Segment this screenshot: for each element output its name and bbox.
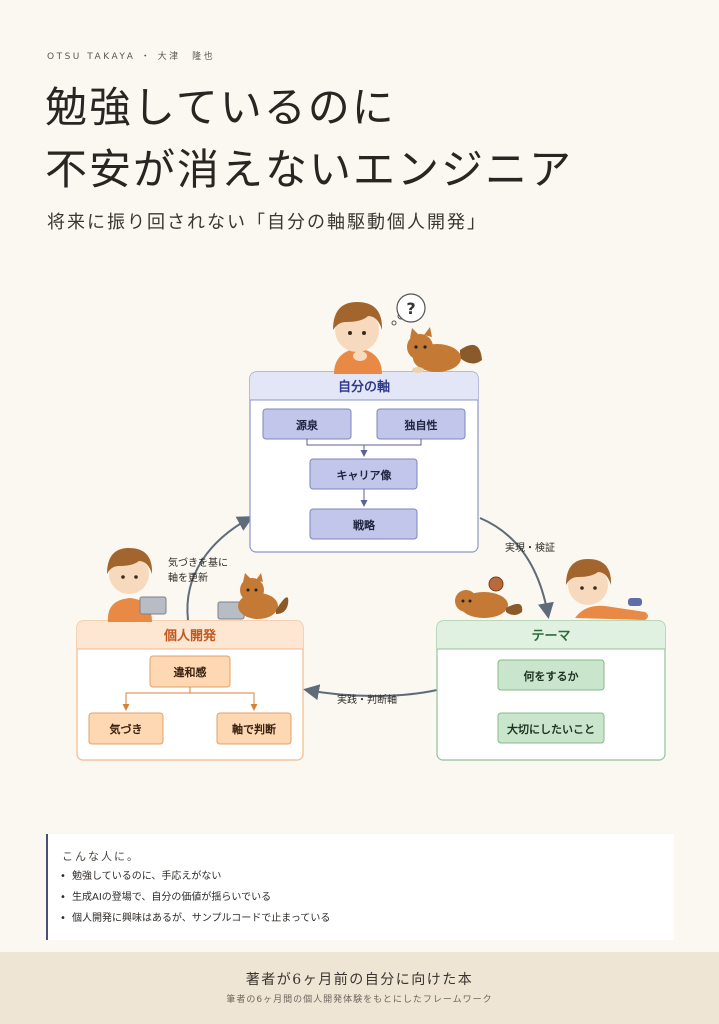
list-item: •個人開発に興味はあるが、サンプルコードで止まっている (60, 913, 331, 924)
thought-bubble-mark: ? (406, 299, 415, 318)
list-item-text: 生成AIの登場で、自分の価値が揺らいでいる (72, 892, 272, 903)
label-dev-to-axis-line2: 軸を更新 (168, 571, 208, 584)
cat-illustration-top (407, 327, 482, 373)
label-dev-to-axis-line1: 気づきを基に (168, 556, 228, 569)
laptop-person-illustration (107, 548, 167, 622)
axis-item-career: キャリア像 (337, 468, 393, 482)
cat-yarn-illustration (455, 576, 523, 618)
footer-band: 著者が6ヶ月前の自分に向けた本 筆者の6ヶ月間の個人開発体験をもとにしたフレーム… (0, 952, 719, 1024)
arrow-dev-to-axis (186, 516, 254, 621)
dev-item-judge: 軸で判断 (232, 722, 276, 736)
subtitle: 将来に振り回されない「自分の軸駆動個人開発」 (47, 212, 487, 233)
list-item-text: 個人開発に興味はあるが、サンプルコードで止まっている (72, 913, 331, 924)
axis-item-uniqueness: 独自性 (404, 418, 438, 432)
dev-title: 個人開発 (163, 628, 217, 644)
dev-item-awareness: 気づき (110, 722, 143, 736)
dev-item-discomfort: 違和感 (174, 665, 207, 679)
theme-item-what: 何をするか (524, 669, 579, 683)
list-item-text: 勉強しているのに、手応えがない (72, 871, 222, 882)
axis-box: 自分の軸 源泉 独自性 キャリア像 戦略 (249, 371, 479, 553)
cat-laptop-illustration (217, 573, 289, 620)
arrow-theme-to-dev (303, 684, 438, 701)
list-item: •勉強しているのに、手応えがない (60, 871, 222, 882)
title-line-2: 不安が消えないエンジニア (45, 145, 574, 194)
footer-title: 著者が6ヶ月前の自分に向けた本 (245, 972, 474, 988)
label-axis-to-theme: 実現・検証 (505, 541, 555, 554)
author-name: OTSU TAKAYA ・ 大津 隆也 (47, 52, 216, 62)
target-reader-card: こんな人に。 •勉強しているのに、手応えがない •生成AIの登場で、自分の価値が… (46, 834, 674, 940)
framework-diagram: 実現・検証 実践・判断軸 気づきを基に 軸を更新 自分の軸 源泉 独自性 キャリ… (76, 293, 666, 761)
label-theme-to-dev: 実践・判断軸 (337, 693, 397, 706)
theme-title: テーマ (531, 629, 570, 644)
title-line-1: 勉強しているのに (45, 83, 396, 132)
dev-box: 個人開発 違和感 気づき 軸で判断 (76, 620, 304, 761)
lying-person-illustration (566, 559, 648, 620)
theme-item-values: 大切にしたいこと (507, 722, 595, 736)
footer-subtitle: 筆者の6ヶ月間の個人開発体験をもとにしたフレームワーク (226, 995, 493, 1005)
list-item: •生成AIの登場で、自分の価値が揺らいでいる (60, 892, 272, 903)
axis-item-strategy: 戦略 (353, 518, 376, 532)
axis-item-source: 源泉 (296, 418, 319, 432)
target-reader-heading: こんな人に。 (62, 850, 140, 863)
axis-title: 自分の軸 (338, 379, 390, 395)
thinking-person-illustration: ? (333, 293, 426, 374)
theme-box: テーマ 何をするか 大切にしたいこと (436, 620, 666, 761)
target-reader-list: •勉強しているのに、手応えがない •生成AIの登場で、自分の価値が揺らいでいる … (60, 870, 330, 933)
arrow-axis-to-theme (479, 517, 554, 619)
